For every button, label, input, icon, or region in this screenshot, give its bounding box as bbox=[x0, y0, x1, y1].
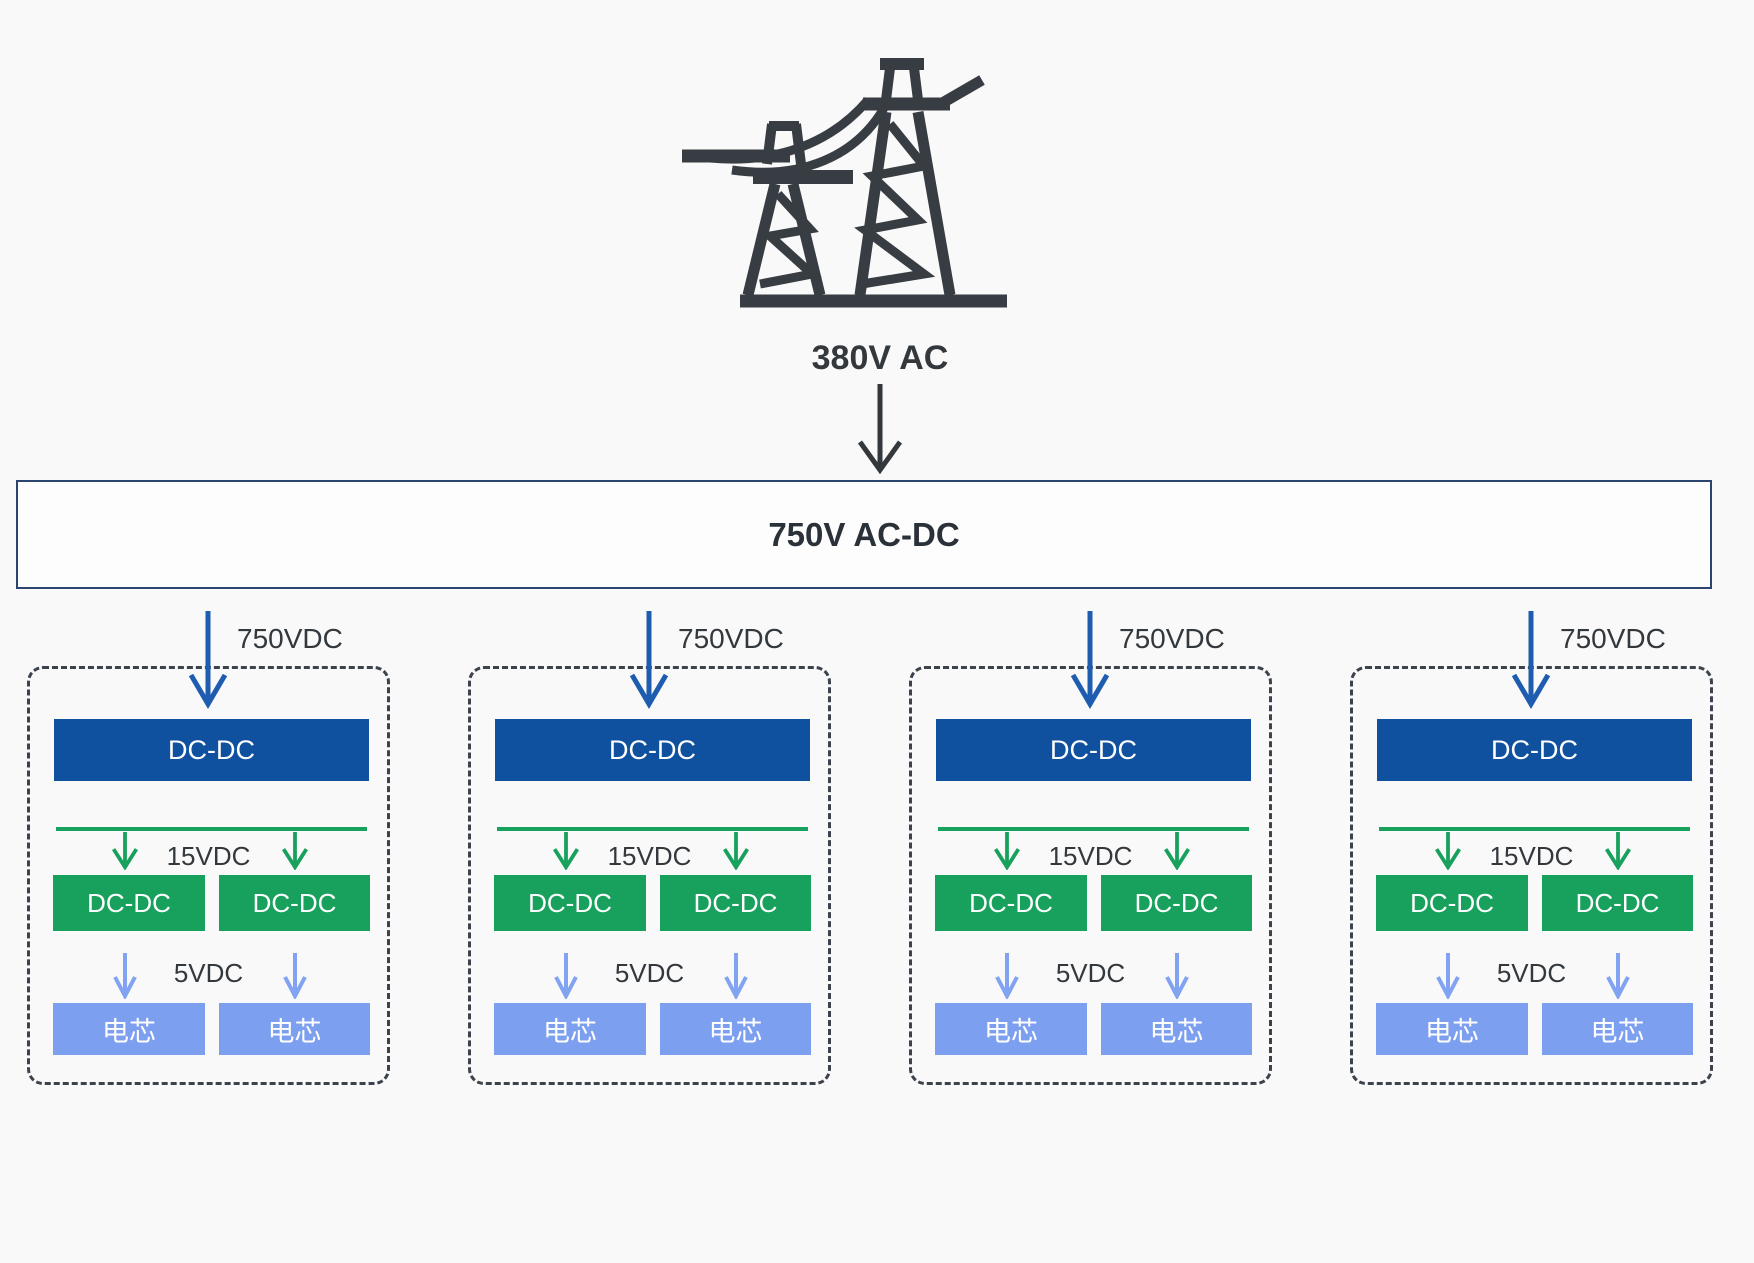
battery-cell-right: 电芯 bbox=[1101, 1003, 1252, 1055]
battery-cell-right-label: 电芯 bbox=[1149, 1016, 1204, 1047]
secondary-dcdc-left-label: DC-DC bbox=[87, 887, 171, 918]
mid-voltage-label: 15VDC bbox=[607, 841, 692, 871]
15v-bus-line bbox=[938, 827, 1249, 831]
battery-cell-left: 电芯 bbox=[494, 1003, 646, 1055]
battery-module-3: 750VDC DC-DC 15VDC DC-DC DC-DC 5VDC 电芯 电… bbox=[909, 611, 1272, 1085]
output-voltage-label: 5VDC bbox=[614, 958, 685, 988]
secondary-dcdc-right: DC-DC bbox=[660, 875, 811, 931]
transmission-towers-icon bbox=[682, 58, 1007, 308]
battery-cell-right: 电芯 bbox=[219, 1003, 370, 1055]
secondary-dcdc-left-label: DC-DC bbox=[969, 887, 1053, 918]
input-voltage-label: 750VDC bbox=[1560, 623, 1666, 654]
output-arrow-right-icon bbox=[1606, 953, 1630, 999]
battery-cell-left: 电芯 bbox=[1376, 1003, 1528, 1055]
secondary-dcdc-left: DC-DC bbox=[53, 875, 205, 931]
mid-arrow-right-icon bbox=[1604, 832, 1632, 870]
primary-dcdc-converter: DC-DC bbox=[495, 719, 810, 781]
acdc-converter-box: 750V AC-DC bbox=[16, 480, 1712, 589]
battery-module-4: 750VDC DC-DC 15VDC DC-DC DC-DC 5VDC 电芯 电… bbox=[1350, 611, 1713, 1085]
output-arrow-right-icon bbox=[283, 953, 307, 999]
secondary-dcdc-right: DC-DC bbox=[1542, 875, 1693, 931]
primary-dcdc-label: DC-DC bbox=[1050, 734, 1137, 765]
input-voltage-label: 750VDC bbox=[678, 623, 784, 654]
secondary-dcdc-right-label: DC-DC bbox=[693, 887, 778, 918]
battery-cell-left: 电芯 bbox=[53, 1003, 205, 1055]
primary-dcdc-label: DC-DC bbox=[168, 734, 255, 765]
mid-arrow-right-icon bbox=[281, 832, 309, 870]
mid-arrow-right-icon bbox=[1163, 832, 1191, 870]
mid-arrow-left-icon bbox=[552, 832, 580, 870]
battery-cell-left: 电芯 bbox=[935, 1003, 1087, 1055]
battery-cell-right: 电芯 bbox=[1542, 1003, 1693, 1055]
secondary-dcdc-left: DC-DC bbox=[935, 875, 1087, 931]
primary-dcdc-label: DC-DC bbox=[1491, 734, 1578, 765]
primary-dcdc-converter: DC-DC bbox=[1377, 719, 1692, 781]
output-arrow-left-icon bbox=[113, 953, 137, 999]
grid-down-arrow-icon bbox=[857, 384, 903, 474]
mid-arrow-left-icon bbox=[111, 832, 139, 870]
battery-cell-right-label: 电芯 bbox=[267, 1016, 322, 1047]
primary-dcdc-converter: DC-DC bbox=[54, 719, 369, 781]
input-750vdc-arrow-icon bbox=[1511, 611, 1551, 709]
secondary-dcdc-left-label: DC-DC bbox=[528, 887, 612, 918]
output-arrow-left-icon bbox=[1436, 953, 1460, 999]
secondary-dcdc-right-label: DC-DC bbox=[1134, 887, 1219, 918]
15v-bus-line bbox=[1379, 827, 1690, 831]
secondary-dcdc-right: DC-DC bbox=[219, 875, 370, 931]
battery-module-1: 750VDC DC-DC 15VDC DC-DC DC-DC 5VDC 电芯 电… bbox=[27, 611, 390, 1085]
battery-cell-left-label: 电芯 bbox=[543, 1016, 597, 1047]
grid-voltage-label: 380V AC bbox=[811, 339, 949, 377]
mid-arrow-left-icon bbox=[993, 832, 1021, 870]
secondary-dcdc-right-label: DC-DC bbox=[1575, 887, 1660, 918]
battery-module-2: 750VDC DC-DC 15VDC DC-DC DC-DC 5VDC 电芯 电… bbox=[468, 611, 831, 1085]
input-voltage-label: 750VDC bbox=[1119, 623, 1225, 654]
secondary-dcdc-right-label: DC-DC bbox=[252, 887, 337, 918]
battery-cell-left-label: 电芯 bbox=[102, 1016, 156, 1047]
15v-bus-line bbox=[497, 827, 808, 831]
input-750vdc-arrow-icon bbox=[629, 611, 669, 709]
secondary-dcdc-left-label: DC-DC bbox=[1410, 887, 1494, 918]
output-voltage-label: 5VDC bbox=[1496, 958, 1567, 988]
input-voltage-label: 750VDC bbox=[237, 623, 343, 654]
output-voltage-label: 5VDC bbox=[1055, 958, 1126, 988]
battery-cell-right-label: 电芯 bbox=[1590, 1016, 1645, 1047]
15v-bus-line bbox=[56, 827, 367, 831]
input-750vdc-arrow-icon bbox=[1070, 611, 1110, 709]
output-arrow-left-icon bbox=[995, 953, 1019, 999]
battery-cell-right-label: 电芯 bbox=[708, 1016, 763, 1047]
mid-arrow-right-icon bbox=[722, 832, 750, 870]
acdc-converter-label: 750V AC-DC bbox=[768, 515, 960, 553]
primary-dcdc-converter: DC-DC bbox=[936, 719, 1251, 781]
output-arrow-left-icon bbox=[554, 953, 578, 999]
output-arrow-right-icon bbox=[1165, 953, 1189, 999]
secondary-dcdc-right: DC-DC bbox=[1101, 875, 1252, 931]
battery-cell-left-label: 电芯 bbox=[984, 1016, 1038, 1047]
mid-voltage-label: 15VDC bbox=[1048, 841, 1133, 871]
output-arrow-right-icon bbox=[724, 953, 748, 999]
primary-dcdc-label: DC-DC bbox=[609, 734, 696, 765]
secondary-dcdc-left: DC-DC bbox=[1376, 875, 1528, 931]
input-750vdc-arrow-icon bbox=[188, 611, 228, 709]
output-voltage-label: 5VDC bbox=[173, 958, 244, 988]
battery-cell-right: 电芯 bbox=[660, 1003, 811, 1055]
mid-voltage-label: 15VDC bbox=[1489, 841, 1574, 871]
mid-voltage-label: 15VDC bbox=[166, 841, 251, 871]
battery-cell-left-label: 电芯 bbox=[1425, 1016, 1479, 1047]
mid-arrow-left-icon bbox=[1434, 832, 1462, 870]
secondary-dcdc-left: DC-DC bbox=[494, 875, 646, 931]
